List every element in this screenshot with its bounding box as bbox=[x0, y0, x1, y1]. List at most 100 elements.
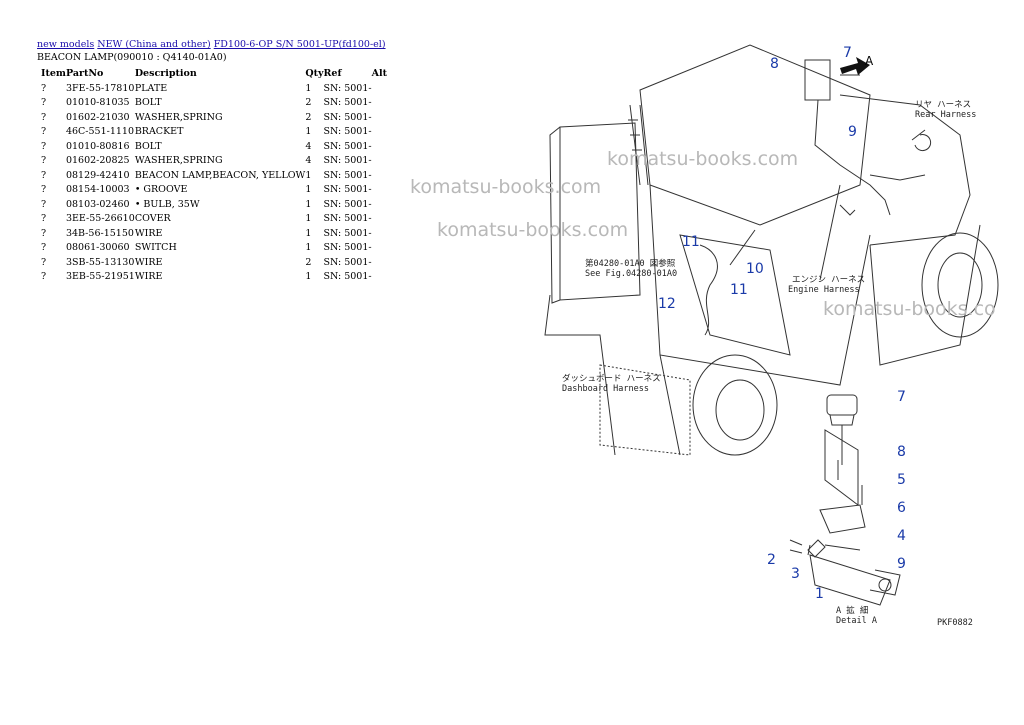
cell-partno: 3EB-55-21951 bbox=[65, 271, 135, 283]
breadcrumb: new models NEW (China and other) FD100-6… bbox=[37, 38, 386, 51]
watermark: komatsu-books.com bbox=[410, 176, 602, 198]
cell-alt bbox=[372, 197, 387, 212]
cell-qty: 4 bbox=[305, 155, 312, 167]
cell-partno: 08154-10003 bbox=[65, 184, 130, 196]
callout-1: 1 bbox=[815, 586, 824, 602]
cell-partno: 01010-80816 bbox=[65, 140, 130, 152]
cell-partno: 3FE-55-17810 bbox=[65, 82, 135, 94]
cell-description: PLATE bbox=[134, 82, 168, 94]
cell-item: ? bbox=[41, 155, 47, 167]
cell-qty: 1 bbox=[305, 242, 312, 254]
cell-description: • BULB, 35W bbox=[134, 198, 200, 210]
callout-12: 12 bbox=[658, 296, 676, 312]
breadcrumb-link-model[interactable]: FD100-6-OP S/N 5001-UP(fd100-el) bbox=[213, 39, 386, 50]
cell-ref: SN: 5001- bbox=[323, 242, 372, 254]
col-qty: Qty bbox=[305, 68, 324, 79]
cell-qty: 1 bbox=[305, 126, 312, 138]
section-title: BEACON LAMP(090010 : Q4140-01A0) bbox=[37, 52, 227, 63]
callout-2: 2 bbox=[767, 552, 776, 568]
cell-item: ? bbox=[41, 82, 47, 94]
cell-item: ? bbox=[41, 169, 47, 181]
cell-qty: 1 bbox=[305, 184, 312, 196]
engine-harness-jp: エンジン ハーネス bbox=[792, 275, 865, 285]
detail-jp: A 拡 細 bbox=[836, 605, 868, 616]
dash-harness-jp: ダッシュボード ハーネス bbox=[562, 373, 661, 384]
cell-description: WIRE bbox=[134, 271, 163, 283]
cell-qty: 1 bbox=[305, 213, 312, 225]
cell-ref: SN: 5001- bbox=[323, 256, 372, 268]
col-description: Description bbox=[134, 68, 197, 79]
callout-9-detail: 9 bbox=[897, 556, 906, 572]
callout-5: 5 bbox=[897, 472, 906, 488]
cell-ref: SN: 5001- bbox=[323, 271, 372, 283]
cell-description: WIRE bbox=[134, 227, 163, 239]
watermark: komatsu-books.com bbox=[437, 219, 629, 241]
see-fig-jp: 第04280-01A0 図参照 bbox=[585, 258, 676, 269]
cell-qty: 1 bbox=[305, 271, 312, 283]
cell-qty: 1 bbox=[305, 82, 312, 94]
callout-8-detail: 8 bbox=[897, 444, 906, 460]
view-arrow-icon bbox=[840, 57, 870, 75]
cell-partno: 34B-56-15150 bbox=[65, 227, 134, 239]
callout-9: 9 bbox=[848, 124, 857, 140]
cell-item: ? bbox=[41, 256, 47, 268]
cell-alt bbox=[372, 110, 387, 125]
cell-alt bbox=[372, 241, 387, 256]
cell-description: WASHER,SPRING bbox=[134, 111, 223, 123]
cell-partno: 08061-30060 bbox=[65, 242, 130, 254]
callout-4: 4 bbox=[897, 528, 906, 544]
engine-harness-label: Engine Harness bbox=[788, 285, 860, 295]
cell-description: COVER bbox=[134, 213, 171, 225]
parts-table: Item PartNo Description Qty Ref Alt ?3FE… bbox=[41, 66, 387, 284]
cell-description: BOLT bbox=[134, 97, 162, 109]
cell-alt bbox=[372, 96, 387, 111]
cell-description: BEACON LAMP,BEACON, YELLOW bbox=[134, 169, 306, 181]
cell-ref: SN: 5001- bbox=[323, 184, 372, 196]
cell-item: ? bbox=[41, 242, 47, 254]
cell-ref: SN: 5001- bbox=[323, 213, 372, 225]
cell-item: ? bbox=[41, 111, 47, 123]
col-ref: Ref bbox=[323, 68, 342, 79]
see-fig-label: See Fig.04280-01A0 bbox=[585, 269, 677, 279]
cell-description: WASHER,SPRING bbox=[134, 155, 223, 167]
cell-partno: 46C-551-1110 bbox=[65, 126, 135, 138]
cell-alt bbox=[372, 125, 387, 140]
cell-description: WIRE bbox=[134, 256, 163, 268]
breadcrumb-link-region[interactable]: NEW (China and other) bbox=[97, 39, 211, 50]
cell-qty: 1 bbox=[305, 169, 312, 181]
callout-8: 8 bbox=[770, 56, 779, 72]
cell-partno: 08129-42410 bbox=[65, 169, 130, 181]
drawing-code: PKF0882 bbox=[937, 618, 973, 628]
cell-item: ? bbox=[41, 213, 47, 225]
breadcrumb-link-models[interactable]: new models bbox=[37, 39, 95, 50]
rear-harness-label: Rear Harness bbox=[915, 110, 976, 120]
watermark: komatsu-books.co bbox=[823, 298, 996, 320]
cell-alt bbox=[372, 168, 387, 183]
cell-ref: SN: 5001- bbox=[323, 82, 372, 94]
cell-ref: SN: 5001- bbox=[323, 111, 372, 123]
watermark: komatsu-books.com bbox=[607, 148, 799, 170]
callout-7: 7 bbox=[843, 45, 852, 61]
cell-partno: 01602-21030 bbox=[65, 111, 130, 123]
cell-ref: SN: 5001- bbox=[323, 140, 372, 152]
cell-partno: 01010-81035 bbox=[65, 97, 130, 109]
cell-ref: SN: 5001- bbox=[323, 227, 372, 239]
detail-label: Detail A bbox=[836, 616, 877, 626]
cell-description: BOLT bbox=[134, 140, 162, 152]
cell-description: • GROOVE bbox=[134, 184, 188, 196]
cell-description: BRACKET bbox=[134, 126, 184, 138]
col-partno: PartNo bbox=[65, 68, 104, 79]
cell-qty: 4 bbox=[305, 140, 312, 152]
